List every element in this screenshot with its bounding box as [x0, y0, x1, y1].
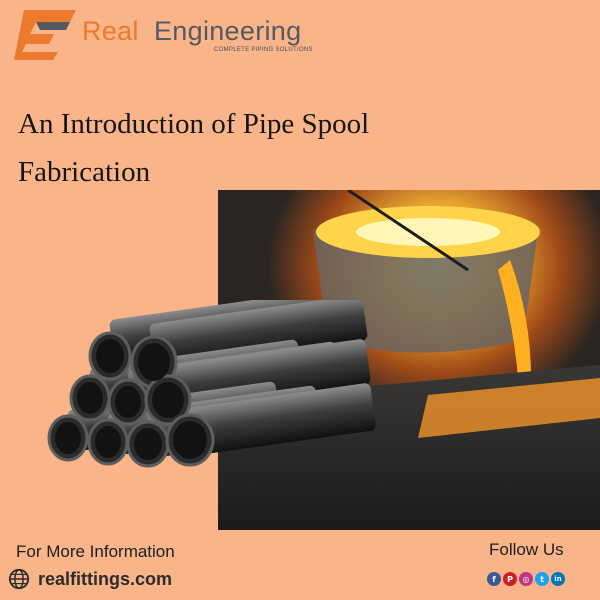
- pinterest-icon[interactable]: P: [503, 572, 517, 586]
- social-icons: f P ◎ t in: [487, 572, 565, 586]
- follow-us-label: Follow Us: [489, 540, 564, 559]
- globe-icon: [8, 568, 30, 590]
- real-engineering-logo-icon: [14, 10, 76, 60]
- brand-logo[interactable]: Real Engineering COMPLETE PIPING SOLUTIO…: [14, 10, 324, 62]
- brand-name-engineering: Engineering: [154, 16, 302, 46]
- twitter-icon[interactable]: t: [535, 572, 549, 586]
- brand-tagline: COMPLETE PIPING SOLUTIONS: [214, 47, 313, 53]
- brand-name-real: Real: [82, 16, 139, 46]
- steel-pipes-image: [47, 300, 376, 468]
- instagram-icon[interactable]: ◎: [519, 572, 533, 586]
- page-title: An Introduction of Pipe Spool Fabricatio…: [18, 108, 370, 188]
- facebook-icon[interactable]: f: [487, 572, 501, 586]
- linkedin-icon[interactable]: in: [551, 572, 565, 586]
- website-link[interactable]: realfittings.com: [38, 569, 173, 589]
- more-information-label: For More Information: [16, 542, 175, 561]
